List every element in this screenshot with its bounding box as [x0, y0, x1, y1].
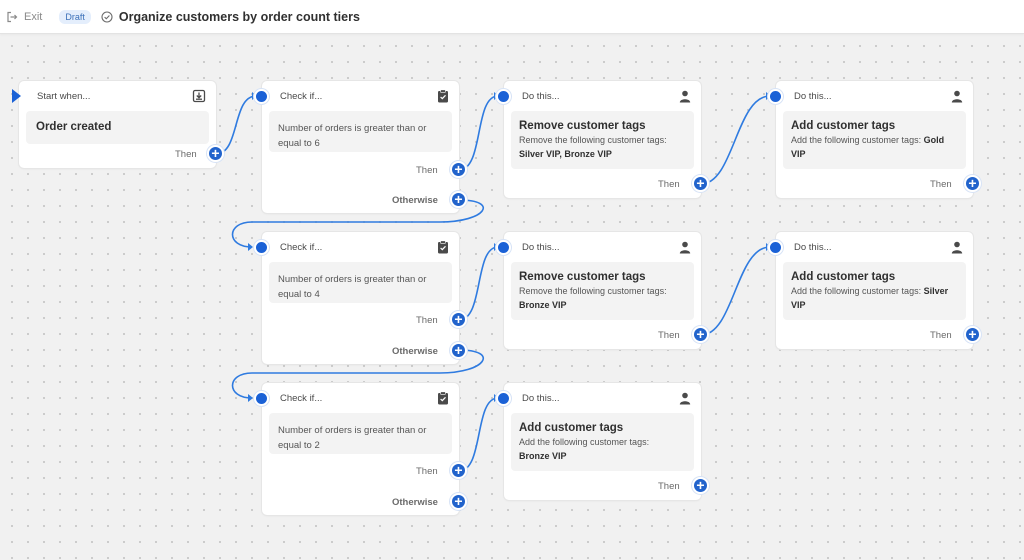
action-description: Add the following customer tags:	[791, 135, 922, 145]
action-details: Add customer tags Add the following cust…	[511, 413, 694, 471]
action-then-label: Then	[658, 179, 680, 190]
action-input-port[interactable]	[768, 240, 783, 255]
wire-action1-then-to-action2	[700, 95, 771, 185]
condition-otherwise-add-button[interactable]: +	[450, 342, 467, 359]
condition-otherwise-add-button[interactable]: +	[450, 191, 467, 208]
trigger-event: Order created	[26, 111, 209, 144]
status-badge: Draft	[59, 9, 91, 24]
person-icon	[679, 90, 691, 103]
action-description: Add the following customer tags:	[791, 286, 922, 296]
action-tags: Bronze VIP	[519, 451, 567, 461]
trigger-then-add-button[interactable]: +	[207, 145, 224, 162]
trigger-card[interactable]: Start when... Order created	[19, 81, 216, 168]
condition-then-add-button[interactable]: +	[450, 462, 467, 479]
action-title: Add customer tags	[791, 120, 896, 132]
condition-then-label: Then	[416, 165, 438, 176]
condition-card[interactable]: Check if... Number of orders is greater …	[262, 383, 459, 515]
action-description: Add the following customer tags:	[519, 437, 650, 447]
action-header: Do this...	[794, 241, 832, 253]
download-icon	[192, 89, 206, 103]
person-icon	[951, 90, 963, 103]
action-card[interactable]: Do this... Add customer tags Add the fol…	[504, 383, 701, 500]
person-icon	[951, 241, 963, 254]
trigger-start-marker	[12, 89, 21, 103]
clipboard-check-icon	[437, 89, 449, 103]
action-header: Do this...	[522, 90, 560, 102]
clipboard-check-icon	[437, 391, 449, 405]
exit-button[interactable]: Exit	[6, 11, 42, 23]
action-details: Add customer tags Add the following cust…	[783, 262, 966, 320]
action-then-add-button[interactable]: +	[692, 175, 709, 192]
top-bar: Exit Draft Organize customers by order c…	[0, 0, 1024, 34]
condition-then-label: Then	[416, 315, 438, 326]
action-tags: Gold VIP	[791, 135, 945, 159]
exit-icon	[7, 11, 18, 22]
condition-then-add-button[interactable]: +	[450, 311, 467, 328]
action-then-label: Then	[658, 481, 680, 492]
exit-label: Exit	[24, 10, 43, 23]
action-then-add-button[interactable]: +	[692, 326, 709, 343]
trigger-header: Start when...	[37, 90, 91, 102]
action-then-add-button[interactable]: +	[964, 175, 981, 192]
action-header: Do this...	[522, 392, 560, 404]
clipboard-check-icon	[437, 240, 449, 254]
condition-text: Number of orders is greater than or equa…	[269, 262, 452, 303]
action-input-port[interactable]	[496, 89, 511, 104]
action-then-label: Then	[658, 330, 680, 341]
action-input-port[interactable]	[496, 391, 511, 406]
arrowhead	[248, 394, 253, 402]
page-title: Organize customers by order count tiers	[118, 9, 360, 24]
person-icon	[679, 392, 691, 405]
action-input-port[interactable]	[496, 240, 511, 255]
wire-check2-then-to-action3	[458, 246, 499, 321]
condition-otherwise-label: Otherwise	[392, 346, 438, 357]
action-header: Do this...	[794, 90, 832, 102]
action-then-label: Then	[930, 179, 952, 190]
wire-check1-then-to-action1	[458, 95, 499, 171]
wire-action3-then-to-action4	[700, 246, 771, 336]
person-icon	[679, 241, 691, 254]
action-title: Remove customer tags	[519, 271, 646, 283]
action-then-add-button[interactable]: +	[964, 326, 981, 343]
action-card[interactable]: Do this... Remove customer tags Remove t…	[504, 232, 701, 349]
trigger-then-label: Then	[175, 149, 197, 160]
condition-text: Number of orders is greater than or equa…	[269, 413, 452, 454]
condition-header: Check if...	[280, 392, 323, 404]
action-description: Remove the following customer tags:	[519, 135, 667, 145]
action-title: Add customer tags	[519, 422, 624, 434]
action-title: Add customer tags	[791, 271, 896, 283]
action-input-port[interactable]	[768, 89, 783, 104]
action-tags: Silver VIP	[791, 286, 949, 310]
condition-input-port[interactable]	[254, 89, 269, 104]
condition-header: Check if...	[280, 241, 323, 253]
wire-check3-then-to-action5	[458, 397, 499, 472]
wire-trigger-to-check1	[215, 95, 257, 155]
condition-header: Check if...	[280, 90, 323, 102]
action-header: Do this...	[522, 241, 560, 253]
condition-otherwise-add-button[interactable]: +	[450, 493, 467, 510]
arrowhead	[248, 243, 253, 251]
condition-otherwise-label: Otherwise	[392, 497, 438, 508]
action-card[interactable]: Do this... Remove customer tags Remove t…	[504, 81, 701, 198]
condition-card[interactable]: Check if... Number of orders is greater …	[262, 81, 459, 213]
action-details: Remove customer tags Remove the followin…	[511, 262, 694, 320]
action-card[interactable]: Do this... Add customer tags Add the fol…	[776, 232, 973, 349]
condition-card[interactable]: Check if... Number of orders is greater …	[262, 232, 459, 364]
condition-then-label: Then	[416, 466, 438, 477]
check-circle-icon	[101, 10, 113, 23]
condition-text: Number of orders is greater than or equa…	[269, 111, 452, 152]
action-tags: Silver VIP, Bronze VIP	[519, 149, 612, 159]
action-description: Remove the following customer tags:	[519, 286, 667, 296]
action-details: Remove customer tags Remove the followin…	[511, 111, 694, 169]
condition-otherwise-label: Otherwise	[392, 195, 438, 206]
action-then-label: Then	[930, 330, 952, 341]
condition-input-port[interactable]	[254, 240, 269, 255]
action-details: Add customer tags Add the following cust…	[783, 111, 966, 169]
action-title: Remove customer tags	[519, 120, 646, 132]
action-then-add-button[interactable]: +	[692, 477, 709, 494]
condition-then-add-button[interactable]: +	[450, 161, 467, 178]
action-card[interactable]: Do this... Add customer tags Add the fol…	[776, 81, 973, 198]
condition-input-port[interactable]	[254, 391, 269, 406]
action-tags: Bronze VIP	[519, 300, 567, 310]
